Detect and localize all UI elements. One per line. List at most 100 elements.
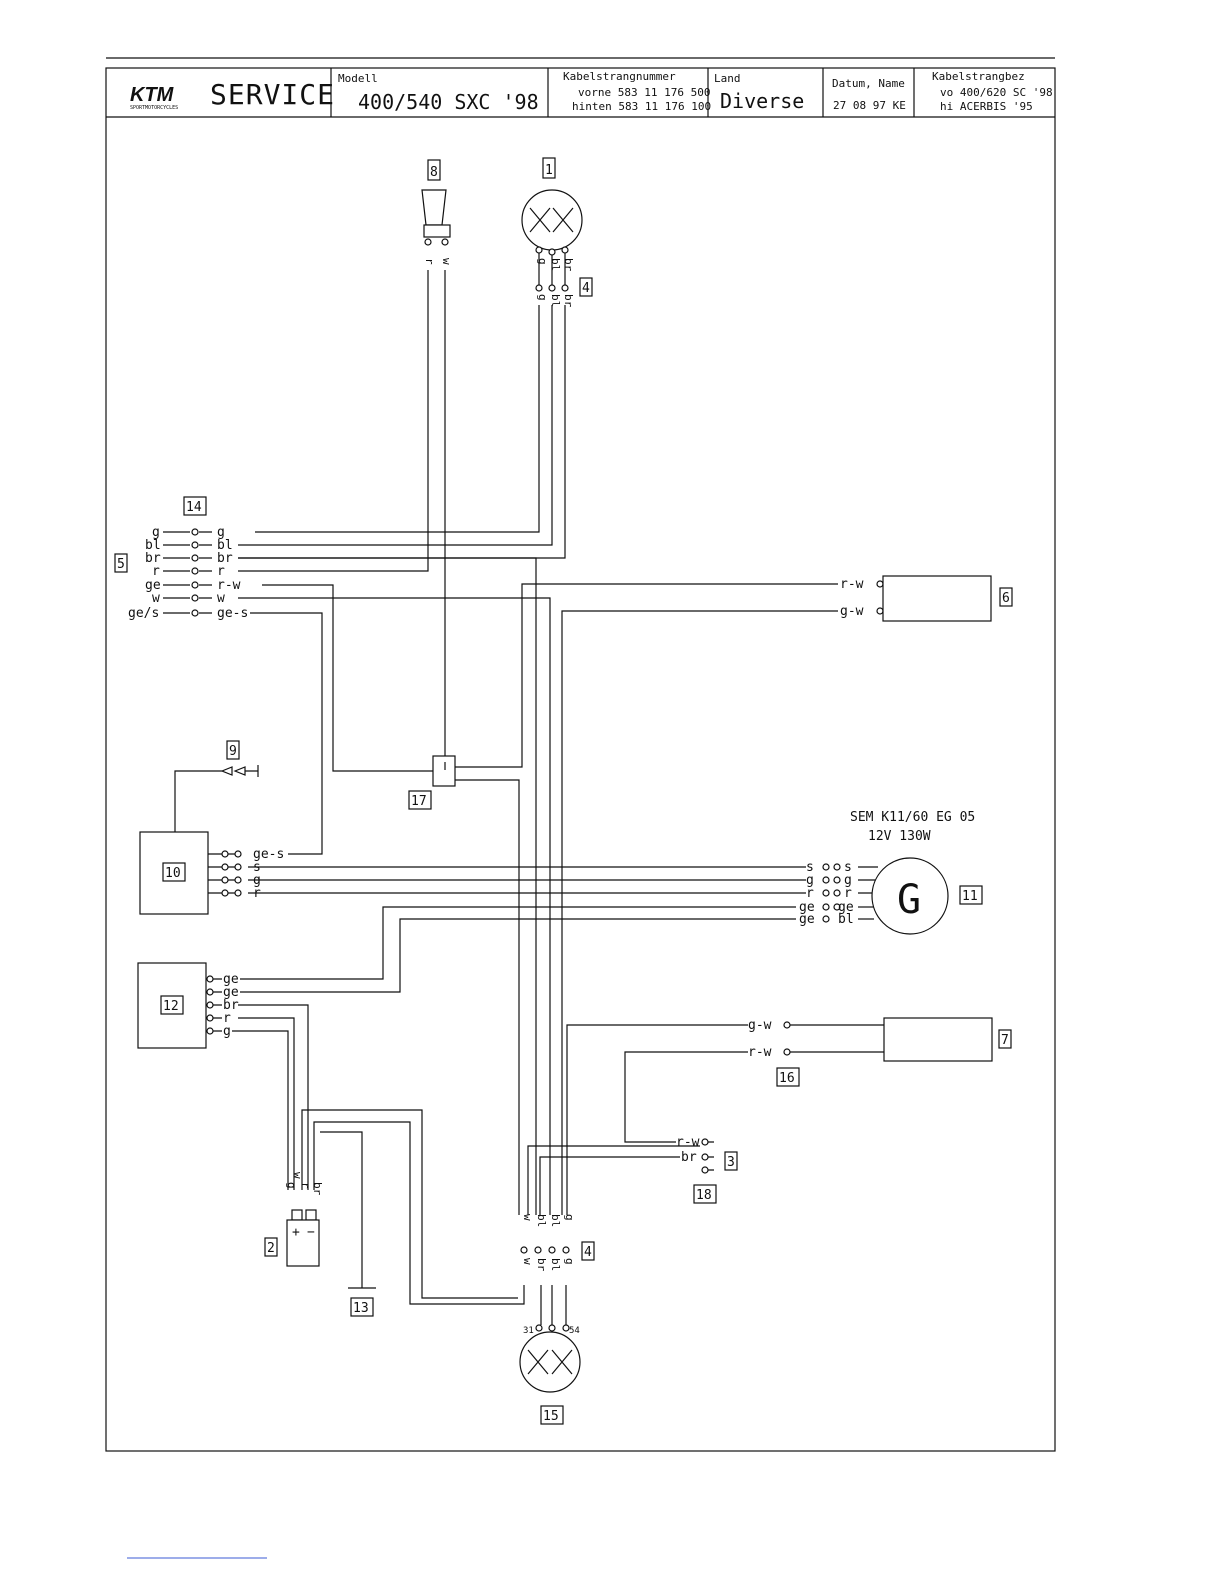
- horn-8: 8 r w: [421, 159, 453, 265]
- svg-text:br: br: [145, 551, 161, 566]
- taillamp-15: w bl bl g w br bl g 4 31 58 54 15: [519, 1214, 595, 1425]
- relay-17: 17: [408, 755, 456, 810]
- svg-text:ge-s: ge-s: [217, 606, 248, 621]
- svg-text:bl: bl: [549, 258, 562, 271]
- svg-text:br: br: [223, 998, 239, 1013]
- label-11: 11: [962, 889, 978, 904]
- label-8: 8: [430, 165, 438, 180]
- ktm-logo: KTM SPORTMOTORCYCLES: [130, 84, 178, 111]
- svg-text:bl: bl: [838, 912, 854, 927]
- svg-text:bl: bl: [535, 1214, 548, 1227]
- lamp-icon: [519, 1331, 581, 1393]
- connector-14: 14 5 g bl br r ge w ge/s g bl br r r-w w…: [114, 496, 248, 621]
- svg-text:s: s: [806, 860, 814, 875]
- svg-text:r: r: [299, 1182, 312, 1189]
- svg-text:ge: ge: [838, 900, 854, 915]
- svg-text:w: w: [152, 591, 160, 606]
- svg-text:r: r: [152, 564, 160, 579]
- svg-text:ge: ge: [223, 985, 239, 1000]
- svg-text:54: 54: [569, 1326, 580, 1336]
- label-12: 12: [163, 999, 179, 1014]
- svg-text:ge: ge: [223, 972, 239, 987]
- svg-text:w: w: [217, 591, 225, 606]
- datum-label: Datum, Name: [832, 77, 905, 90]
- svg-text:bl: bl: [145, 538, 161, 553]
- svg-text:g: g: [217, 525, 225, 540]
- label-10: 10: [165, 866, 181, 881]
- brand-sub-text: SPORTMOTORCYCLES: [130, 105, 178, 111]
- svg-text:r: r: [844, 886, 852, 901]
- title-block: KTM SPORTMOTORCYCLES SERVICE Modell 400/…: [105, 57, 1056, 1452]
- svg-text:r: r: [217, 564, 225, 579]
- svg-text:br: br: [681, 1150, 697, 1165]
- svg-text:31: 31: [523, 1326, 534, 1336]
- svg-text:s: s: [253, 860, 261, 875]
- svg-text:g-w: g-w: [840, 604, 864, 619]
- land-value: Diverse: [720, 89, 804, 113]
- svg-text:g: g: [253, 873, 261, 888]
- svg-text:bl: bl: [549, 294, 562, 307]
- svg-text:g: g: [152, 525, 160, 540]
- modell-value: 400/540 SXC '98: [358, 90, 539, 114]
- label-4-top: 4: [582, 281, 590, 296]
- wires: [174, 270, 878, 1325]
- svg-text:br: br: [535, 1258, 548, 1272]
- generator-name: SEM K11/60 EG 05: [850, 810, 975, 825]
- svg-text:w: w: [521, 1214, 534, 1221]
- svg-text:br: br: [217, 551, 233, 566]
- battery-plus: +: [292, 1225, 300, 1240]
- svg-text:r-w: r-w: [676, 1135, 700, 1150]
- kabel-label: Kabelstrangnummer: [563, 70, 676, 83]
- kabel-vorne: vorne 583 11 176 500: [578, 86, 710, 99]
- svg-text:ge/s: ge/s: [128, 606, 159, 621]
- label-9: 9: [229, 744, 237, 759]
- svg-text:bl: bl: [217, 538, 233, 553]
- svg-text:w: w: [521, 1258, 534, 1265]
- switch-7: g-w r-w 7 16: [748, 1017, 1012, 1087]
- label-5: 5: [117, 557, 125, 572]
- label-3: 3: [727, 1155, 735, 1170]
- label-1: 1: [545, 163, 553, 178]
- svg-text:bl: bl: [549, 1214, 562, 1227]
- svg-text:br: br: [562, 294, 575, 308]
- svg-text:s: s: [844, 860, 852, 875]
- svg-text:r: r: [253, 886, 261, 901]
- svg-text:g: g: [563, 1258, 576, 1265]
- svg-text:g: g: [285, 1182, 298, 1189]
- label-17: 17: [411, 794, 427, 809]
- horn-wire-r: r: [423, 258, 436, 265]
- ground-9: 9: [220, 740, 259, 777]
- label-16: 16: [779, 1071, 795, 1086]
- label-13: 13: [353, 1301, 369, 1316]
- svg-text:ge-s: ge-s: [253, 847, 284, 862]
- brand-logo-text: KTM: [130, 84, 175, 106]
- switch-6: r-w g-w 6: [840, 575, 1013, 622]
- svg-text:r-w: r-w: [217, 578, 241, 593]
- svg-text:ge: ge: [145, 578, 161, 593]
- lamp-icon: [521, 189, 583, 251]
- generator-symbol: G: [897, 877, 921, 923]
- svg-text:g-w: g-w: [748, 1018, 772, 1033]
- svg-text:br: br: [311, 1182, 324, 1196]
- svg-text:g: g: [536, 258, 549, 265]
- svg-text:r: r: [806, 886, 814, 901]
- label-2: 2: [267, 1241, 275, 1256]
- label-18: 18: [696, 1188, 712, 1203]
- bez-hi: hi ACERBIS '95: [940, 100, 1033, 113]
- label-14: 14: [186, 500, 202, 515]
- connector-3: r-w br 3 18: [676, 1135, 738, 1204]
- label-7: 7: [1001, 1033, 1009, 1048]
- generator-icon: [871, 857, 949, 935]
- label-6: 6: [1002, 591, 1010, 606]
- svg-text:ge: ge: [799, 912, 815, 927]
- generator-rating: 12V 130W: [868, 829, 931, 844]
- svg-text:g: g: [563, 1214, 576, 1221]
- svg-text:w: w: [291, 1172, 304, 1179]
- battery-icon: [286, 1219, 320, 1267]
- svg-text:br: br: [562, 258, 575, 272]
- label-15: 15: [543, 1409, 559, 1424]
- svg-text:r: r: [223, 1011, 231, 1026]
- headlamp-1: 1 g bl br g bl br 4: [521, 157, 593, 308]
- bez-label: Kabelstrangbez: [932, 70, 1025, 83]
